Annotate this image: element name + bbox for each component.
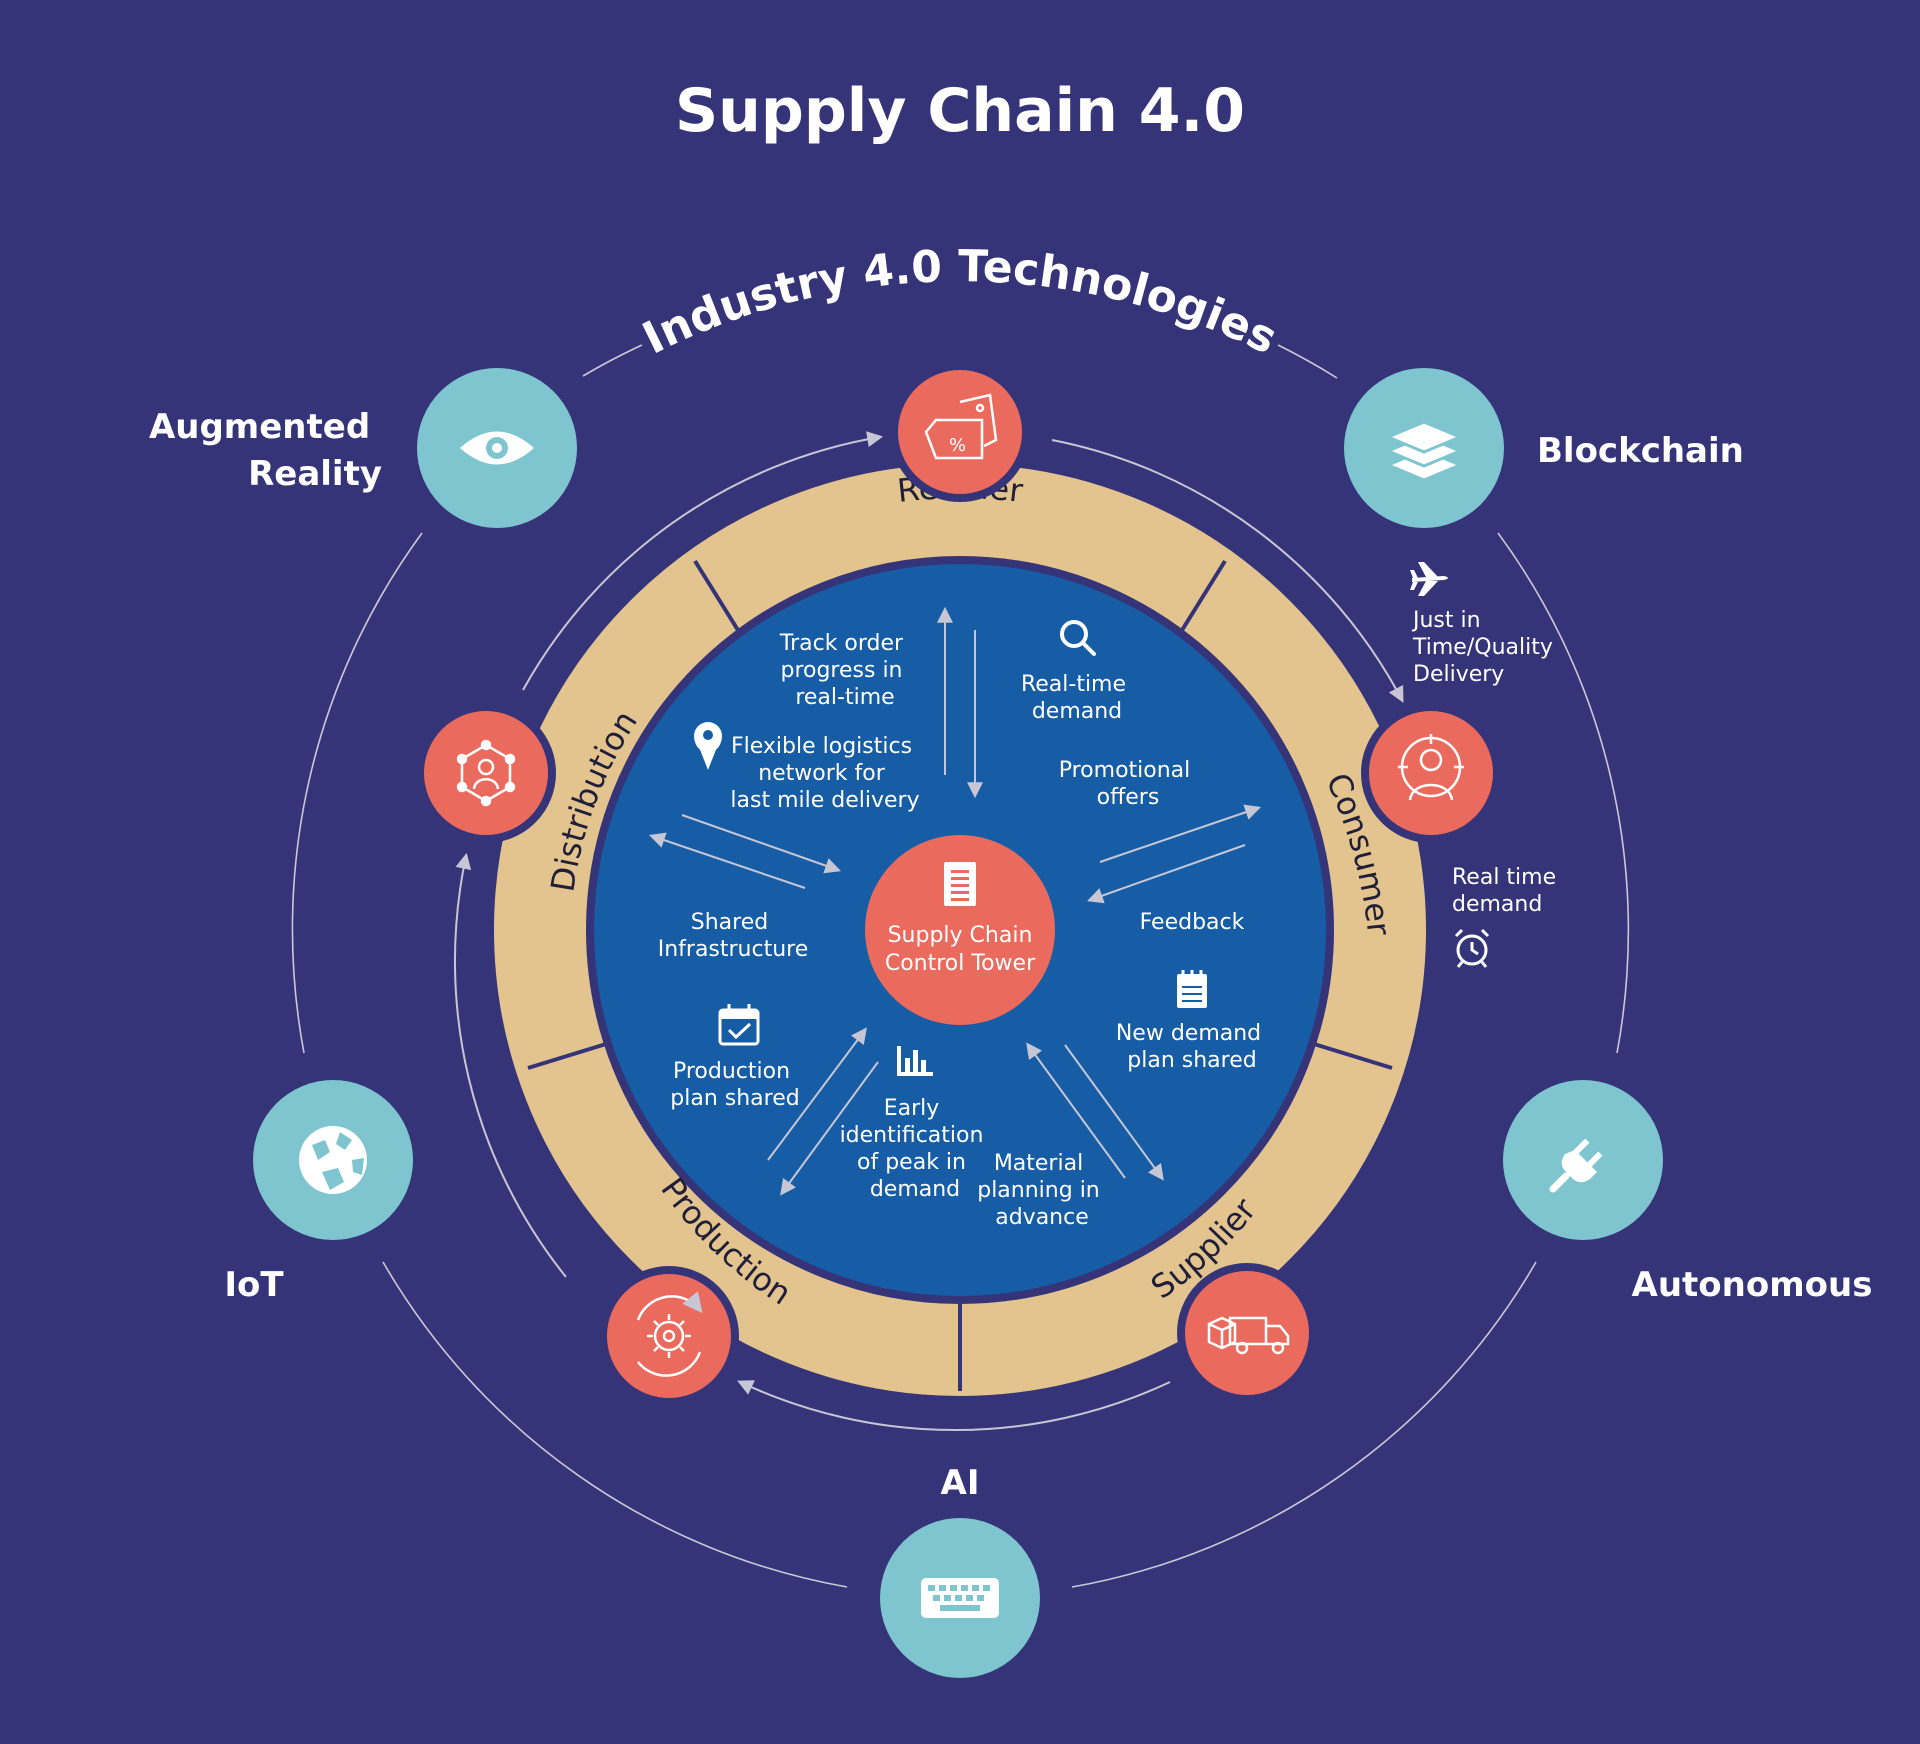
alarm-clock-icon xyxy=(1454,928,1490,968)
calendar-check-icon xyxy=(718,1004,760,1046)
consumer-node[interactable] xyxy=(1361,703,1501,843)
production-node[interactable] xyxy=(599,1266,739,1406)
bar-chart-icon xyxy=(897,1046,933,1076)
control-tower-node[interactable]: Supply Chain Control Tower xyxy=(865,835,1055,1025)
label-track-order: Track order progress in real-time xyxy=(779,631,910,710)
label-production-plan: Production plan shared xyxy=(670,1059,799,1111)
control-tower-line2: Control Tower xyxy=(885,951,1036,976)
tech-augmented-reality[interactable] xyxy=(417,368,577,528)
arc-title: Industry 4.0 Technologies xyxy=(635,241,1285,364)
label-shared-infrastructure: Shared Infrastructure xyxy=(658,910,809,962)
label-new-demand-plan: New demand plan shared xyxy=(1116,1021,1268,1073)
retailer-node[interactable]: % xyxy=(890,362,1030,502)
label-augmented-reality: Augmented Reality xyxy=(149,407,382,494)
label-autonomous: Autonomous xyxy=(1632,1265,1873,1305)
label-blockchain: Blockchain xyxy=(1537,431,1744,471)
supplier-node[interactable] xyxy=(1177,1263,1317,1403)
eye-icon xyxy=(460,431,534,465)
tech-blockchain[interactable] xyxy=(1344,368,1504,528)
distribution-node[interactable] xyxy=(416,703,556,843)
label-flexible-logistics: Flexible logistics network for last mile… xyxy=(730,734,919,813)
label-realtime-demand-right: Real time demand xyxy=(1452,865,1563,917)
flow-arrows xyxy=(453,431,1404,1432)
label-feedback: Feedback xyxy=(1140,910,1245,935)
network-person-icon xyxy=(456,739,516,807)
control-tower-line1: Supply Chain xyxy=(888,923,1033,948)
svg-text:%: % xyxy=(949,435,966,456)
tech-autonomous[interactable] xyxy=(1503,1080,1663,1240)
label-promotional-offers: Promotional offers xyxy=(1059,758,1198,810)
tech-ai[interactable] xyxy=(880,1518,1040,1678)
airplane-icon xyxy=(1410,562,1448,596)
price-tag-icon: % xyxy=(924,393,998,460)
delivery-truck-icon xyxy=(1207,1316,1290,1355)
document-icon xyxy=(944,862,976,906)
plug-icon xyxy=(1549,1138,1603,1193)
magnifier-icon xyxy=(1060,620,1096,656)
globe-icon xyxy=(299,1126,367,1194)
tech-iot[interactable] xyxy=(253,1080,413,1240)
inner-arrows xyxy=(648,606,1262,1196)
person-target-icon xyxy=(1398,734,1464,801)
label-realtime-demand: Real-time demand xyxy=(1021,672,1133,724)
label-ai: AI xyxy=(941,1463,980,1503)
notepad-icon xyxy=(1177,970,1207,1008)
keyboard-icon xyxy=(921,1578,999,1618)
label-jit-delivery: Just in Time/Quality Delivery xyxy=(1411,608,1560,687)
ring-dividers xyxy=(527,559,1393,1391)
gear-cycle-icon xyxy=(636,1291,703,1377)
label-early-identification: Early identification of peak in demand xyxy=(840,1096,991,1202)
location-pin-icon xyxy=(694,722,722,770)
layers-icon xyxy=(1384,420,1464,482)
page-title: Supply Chain 4.0 xyxy=(675,76,1245,146)
outer-orbit xyxy=(291,344,1630,1588)
label-iot: IoT xyxy=(224,1265,284,1305)
label-material-planning: Material planning in advance xyxy=(977,1151,1107,1230)
